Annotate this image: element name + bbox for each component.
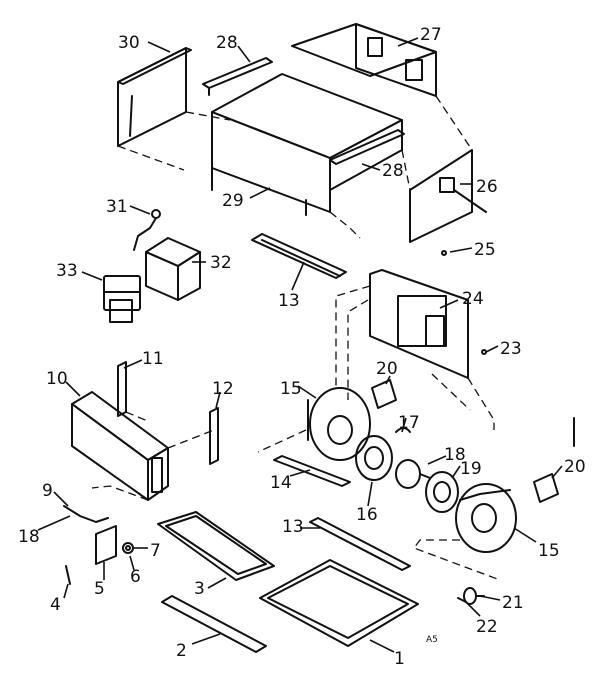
label-18-right: 18: [444, 445, 466, 465]
label-4: 4: [50, 595, 61, 615]
part-3-tray: [157, 511, 275, 581]
part-20-label: [371, 379, 397, 409]
label-14: 14: [270, 473, 292, 493]
part-33-transformer: [103, 275, 141, 323]
label-33: 33: [56, 261, 78, 281]
part-18-motor: [395, 459, 431, 489]
label-22: 22: [476, 617, 498, 637]
label-23: 23: [500, 339, 522, 359]
part-14-shaft-rail: [273, 455, 351, 487]
label-16: 16: [356, 505, 378, 525]
part-2-rail: [161, 595, 267, 653]
label-10: 10: [46, 369, 68, 389]
label-28-bottom: 28: [382, 161, 404, 181]
label-3: 3: [194, 579, 205, 599]
label-26: 26: [476, 177, 498, 197]
part-16-wheel: [355, 435, 393, 481]
part-24-blower-housing-frame: [369, 269, 469, 379]
label-5: 5: [94, 579, 105, 599]
label-21: 21: [502, 593, 524, 613]
label-9: 9: [42, 481, 53, 501]
label-1: 1: [394, 649, 405, 669]
part-4-screw: [65, 565, 71, 585]
part-23-screw: [481, 349, 487, 355]
label-11: 11: [142, 349, 164, 369]
part-12-bracket: [209, 407, 219, 465]
label-18-left: 18: [18, 527, 40, 547]
part-labels: 30 28 27 28 29 26 25 31 32 33 13 24 23 2…: [18, 25, 586, 669]
label-25: 25: [474, 240, 496, 260]
label-20-left: 20: [376, 359, 398, 379]
label-7: 7: [150, 541, 161, 561]
part-13-bracket-upper: [251, 233, 347, 279]
label-27: 27: [420, 25, 442, 45]
label-30: 30: [118, 33, 140, 53]
label-13-lower: 13: [282, 517, 304, 537]
part-15-blower-right: [455, 483, 517, 553]
diagram-mark: A5: [426, 635, 438, 645]
label-19: 19: [460, 459, 482, 479]
part-25-screw: [441, 250, 447, 256]
part-6-7-knob: [122, 542, 134, 554]
label-13-upper: 13: [278, 291, 300, 311]
part-19-wheel: [425, 471, 459, 513]
label-24: 24: [462, 289, 484, 309]
part-15-blower-left: [307, 387, 371, 461]
label-2: 2: [176, 641, 187, 661]
part-10-heater-box: [71, 391, 169, 501]
label-32: 32: [210, 253, 232, 273]
leader-lines: [37, 37, 563, 653]
part-22-bracket: [457, 597, 467, 603]
label-15-right: 15: [538, 541, 560, 561]
part-30-side-panel: [117, 47, 192, 147]
part-11-bracket: [117, 361, 127, 417]
part-28-rail-top: [202, 57, 273, 96]
label-6: 6: [130, 567, 141, 587]
part-9-wire: [63, 505, 109, 523]
label-31: 31: [106, 197, 128, 217]
part-32-control-box: [145, 237, 201, 301]
part-20-label-right: [533, 473, 559, 503]
part-26-side-panel: [409, 149, 487, 243]
part-28-rail-bottom: [329, 129, 405, 165]
label-12: 12: [212, 379, 234, 399]
part-13-bracket-lower: [309, 517, 411, 571]
label-29: 29: [222, 191, 244, 211]
part-5-mounting-plate: [95, 525, 117, 565]
label-15-left: 15: [280, 379, 302, 399]
label-28-top: 28: [216, 33, 238, 53]
alignment-lines: [91, 95, 501, 581]
label-20-right: 20: [564, 457, 586, 477]
part-1-base-pan: [259, 559, 419, 647]
label-17: 17: [398, 413, 420, 433]
part-31-sensor: [133, 209, 161, 251]
